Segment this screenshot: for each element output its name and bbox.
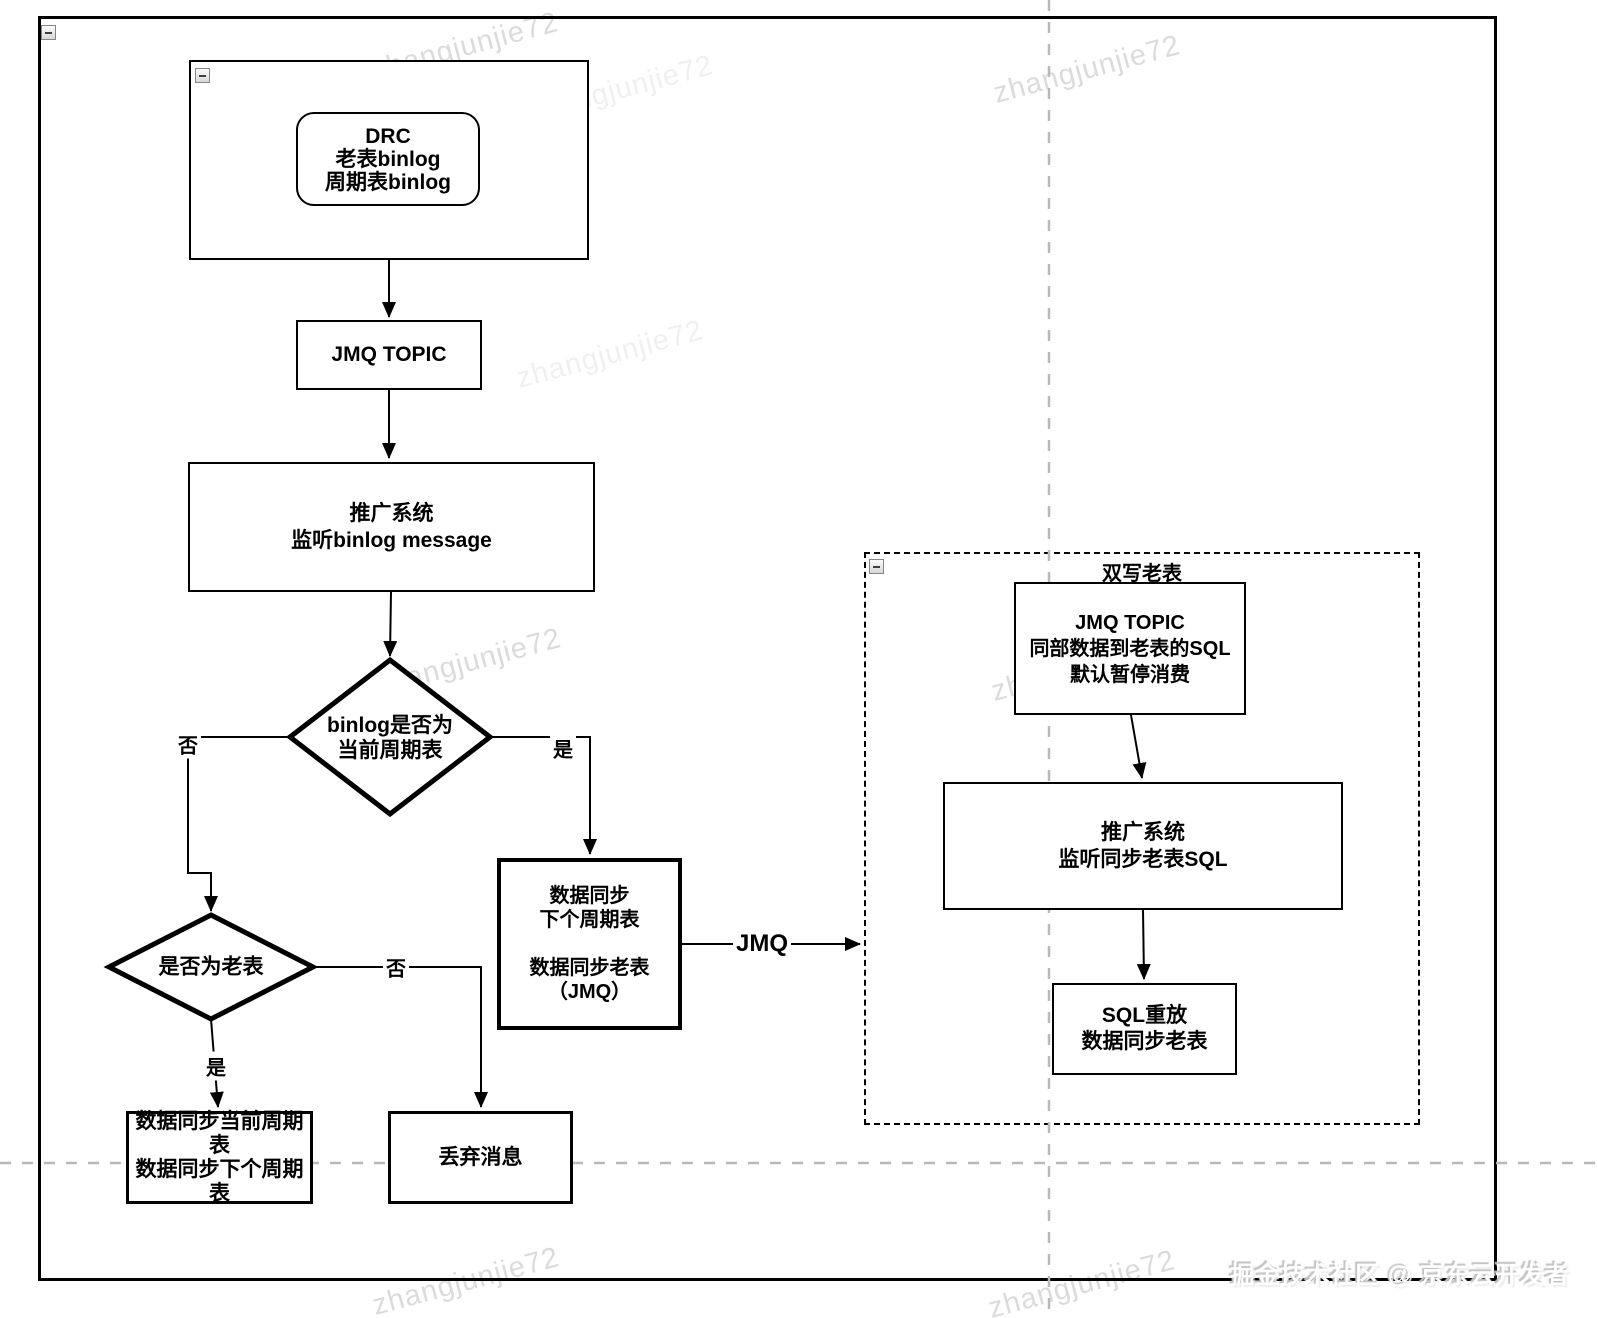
node-promo-listen-old-sql: 推广系统 监听同步老表SQL <box>943 782 1343 910</box>
edge-label-yes-1: 是 <box>550 733 576 763</box>
edge-label-no-1: 否 <box>175 729 201 759</box>
double-write-group-title: 双写老表 <box>1102 563 1182 585</box>
connector-jmqtopicold-to-listenold <box>1130 714 1147 779</box>
decision-current-cycle-label: binlog是否为 当前周期表 <box>327 714 453 762</box>
connector-listen-to-decision1 <box>383 591 398 657</box>
node-sync-next-cycle: 数据同步 下个周期表 数据同步老表 （JMQ） <box>497 858 682 1030</box>
collapse-icon[interactable] <box>195 68 210 83</box>
collapse-icon[interactable] <box>41 25 56 40</box>
decision-old-table-shape <box>103 912 319 1022</box>
edge-label-yes-2: 是 <box>203 1051 229 1081</box>
edge-label-no-2: 否 <box>383 952 409 982</box>
connector-decision1-no <box>187 736 292 912</box>
node-jmq-topic: JMQ TOPIC <box>296 320 482 390</box>
node-sync-current-cycle: 数据同步当前周期 表 数据同步下个周期 表 <box>126 1110 313 1205</box>
edge-label-jmq: JMQ <box>732 930 792 958</box>
footer-credit: 掘金技术社区 @ 京东云开发者 <box>1230 1262 1570 1289</box>
node-drc: DRC 老表binlog 周期表binlog <box>296 112 480 206</box>
decision-old-table-label: 是否为老表 <box>158 955 264 979</box>
decision-current-cycle-shape <box>285 656 495 818</box>
collapse-icon[interactable] <box>869 559 884 574</box>
double-write-group-box: 双写老表 <box>864 552 1420 1125</box>
drc-group-box <box>189 60 589 260</box>
outer-frame <box>38 16 1497 1281</box>
connector-decision2-no <box>310 966 488 1108</box>
node-sql-replay: SQL重放 数据同步老表 <box>1052 983 1237 1075</box>
node-jmq-topic-old-sql: JMQ TOPIC 同部数据到老表的SQL 默认暂停消费 <box>1014 582 1246 715</box>
connector-listenold-to-sqlreplay <box>1136 909 1151 980</box>
node-discard-message: 丢弃消息 <box>388 1111 573 1204</box>
connector-decision1-yes <box>488 736 597 855</box>
node-promo-listen-binlog: 推广系统 监听binlog message <box>188 462 595 592</box>
